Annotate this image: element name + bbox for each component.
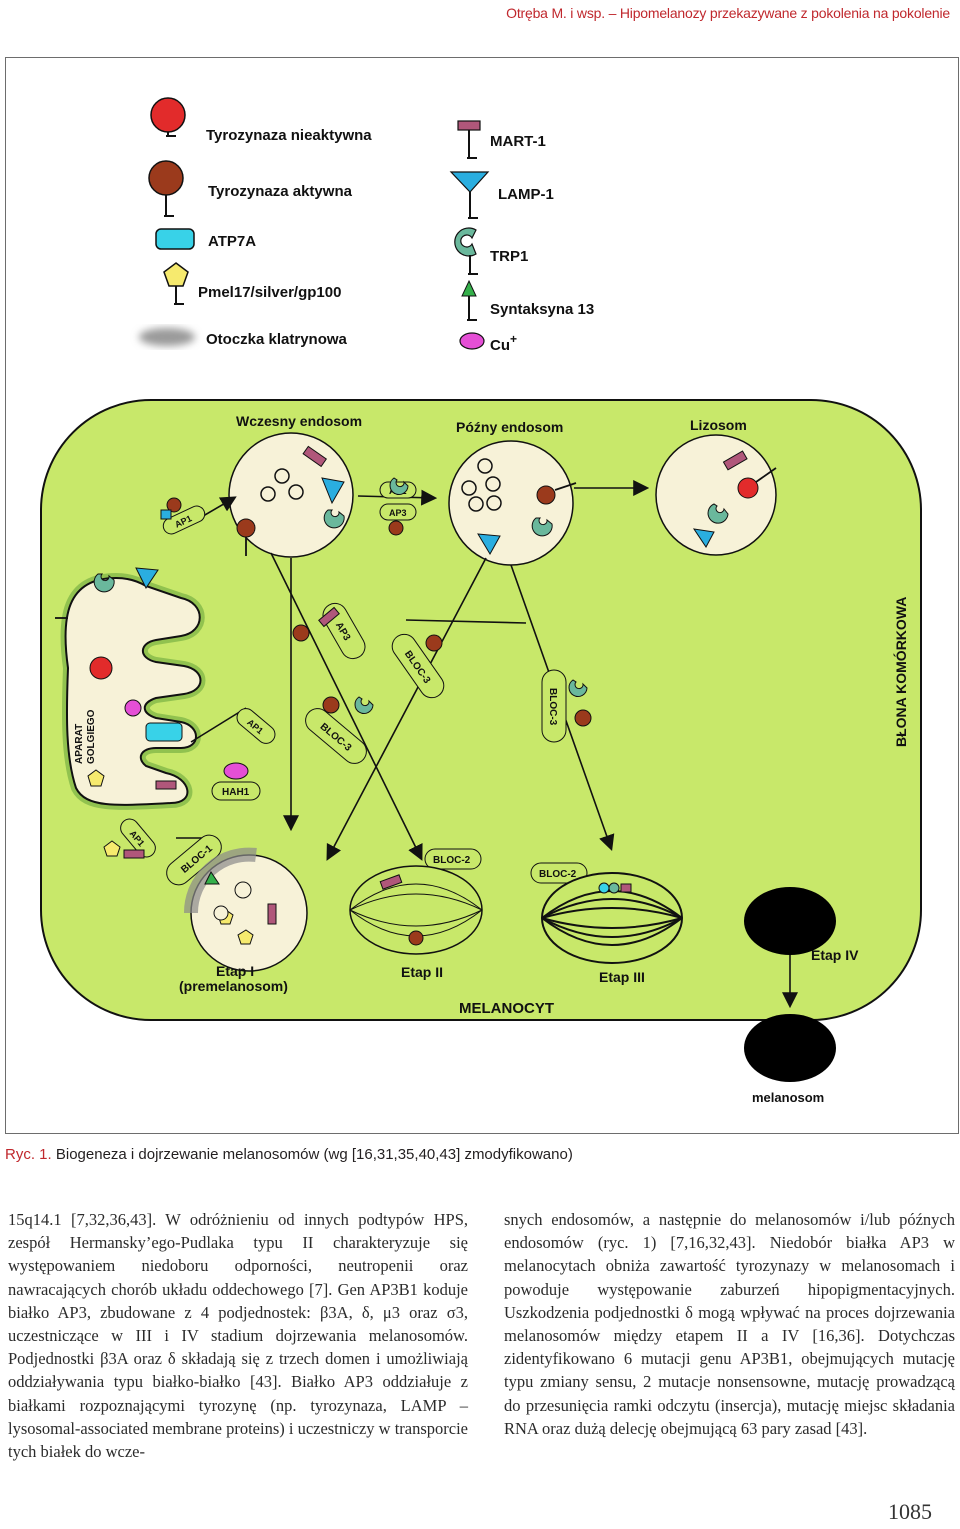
lysosome xyxy=(655,434,777,556)
lamp1-icon xyxy=(449,171,490,219)
trp1-icon xyxy=(454,227,478,275)
pmel17-icon xyxy=(163,262,189,305)
stage-3-melanosome xyxy=(541,872,683,964)
inactive-tyrosinase-icon xyxy=(150,97,186,137)
label-lysosome: Lizosom xyxy=(690,417,747,433)
figure-caption: Ryc. 1. Biogeneza i dojrzewanie melanoso… xyxy=(5,1146,573,1163)
legend-atp7a: ATP7A xyxy=(208,233,256,250)
cargo-markers xyxy=(103,477,592,859)
header-authors: Otręba M. i wsp. xyxy=(506,5,605,21)
syntaxin-icon xyxy=(461,279,477,321)
caption-label: Ryc. 1. xyxy=(5,1146,52,1163)
golgi-label-1: APARAT xyxy=(74,724,85,764)
legend-cu-sup: + xyxy=(510,332,517,346)
ap1-bottom: AP1 xyxy=(120,818,156,858)
body-column-right: snych endosomów, a następnie do melanoso… xyxy=(504,1208,955,1440)
legend-copper: Cu+ xyxy=(490,332,517,354)
legend-lamp1: LAMP-1 xyxy=(498,186,554,203)
atp7a-icon xyxy=(155,228,195,250)
bloc2-right: BLOC-2 xyxy=(530,862,588,884)
bloc3-right: BLOC-3 xyxy=(541,669,567,743)
body-right-paragraph: snych endosomów, a następnie do melanoso… xyxy=(504,1210,955,1438)
hah1: HAH1 xyxy=(211,762,261,801)
legend-syntaxin: Syntaksyna 13 xyxy=(490,301,594,318)
legend-pmel17: Pmel17/silver/gp100 xyxy=(198,284,341,301)
label-stage-1: Etap I xyxy=(216,963,254,979)
ap1-lower: AP1 xyxy=(236,708,276,744)
active-tyrosinase-icon xyxy=(148,160,184,217)
label-early-endosome: Wczesny endosom xyxy=(236,413,362,429)
running-header: Otręba M. i wsp. – Hipomelanozy przekazy… xyxy=(506,5,950,21)
legend-clathrin: Otoczka klatrynowa xyxy=(206,331,348,348)
clathrin-icon xyxy=(139,328,195,346)
header-title: Hipomelanozy przekazywane z pokolenia na… xyxy=(619,5,950,21)
early-endosome xyxy=(228,432,354,558)
ap3-mid: AP3 xyxy=(379,503,417,521)
label-late-endosome: Późny endosom xyxy=(456,419,563,435)
label-melanocyte: MELANOCYT xyxy=(459,1000,554,1017)
bloc3-right-label: BLOC-3 xyxy=(547,688,558,726)
hah1-label: HAH1 xyxy=(222,787,250,798)
legend-cu: Cu xyxy=(490,337,510,354)
legend-inactive-tyrosinase: Tyrozynaza nieaktywna xyxy=(206,127,372,144)
melanosome-biogenesis-diagram: Tyrozynaza nieaktywna Tyrozynaza aktywna… xyxy=(40,97,922,1105)
legend-mart1: MART-1 xyxy=(490,133,546,150)
bloc2-right-label: BLOC-2 xyxy=(539,869,577,880)
label-cell-membrane: BŁONA KOMÓRKOWA xyxy=(892,597,909,747)
mature-melanosome xyxy=(744,1014,836,1082)
stage-4-melanosome xyxy=(744,887,836,955)
golgi-label-2: GOLGIEGO xyxy=(86,709,97,764)
legend: Tyrozynaza nieaktywna Tyrozynaza aktywna… xyxy=(139,97,594,354)
header-separator: – xyxy=(608,5,617,21)
body-column-left: 15q14.1 [7,32,36,43]. W odróżnieniu od i… xyxy=(8,1208,468,1463)
legend-trp1: TRP1 xyxy=(490,248,528,265)
label-stage-4: Etap IV xyxy=(811,947,859,963)
golgi-apparatus: APARAT GOLGIEGO xyxy=(55,567,206,810)
ap3-mid-label: AP3 xyxy=(389,508,407,518)
label-stage-2: Etap II xyxy=(401,964,443,980)
bloc2-left: BLOC-2 xyxy=(424,848,482,870)
bloc2-left-label: BLOC-2 xyxy=(433,855,471,866)
label-stage-3: Etap III xyxy=(599,969,645,985)
stage-2-melanosome xyxy=(349,865,483,955)
page-number: 1085 xyxy=(888,1499,932,1524)
ap1-top: AP1 xyxy=(162,505,206,535)
body-left-paragraph: 15q14.1 [7,32,36,43]. W odróżnieniu od i… xyxy=(8,1210,469,1462)
copper-icon xyxy=(459,332,485,350)
figure: Tyrozynaza nieaktywna Tyrozynaza aktywna… xyxy=(5,57,959,1134)
legend-active-tyrosinase: Tyrozynaza aktywna xyxy=(208,183,353,200)
stage-1-premelanosome xyxy=(183,847,308,972)
label-stage-1b: (premelanosom) xyxy=(179,978,288,994)
mart1-icon xyxy=(457,120,481,159)
label-melanosome: melanosom xyxy=(752,1090,824,1105)
caption-text: Biogeneza i dojrzewanie melanosomów (wg … xyxy=(55,1146,573,1163)
